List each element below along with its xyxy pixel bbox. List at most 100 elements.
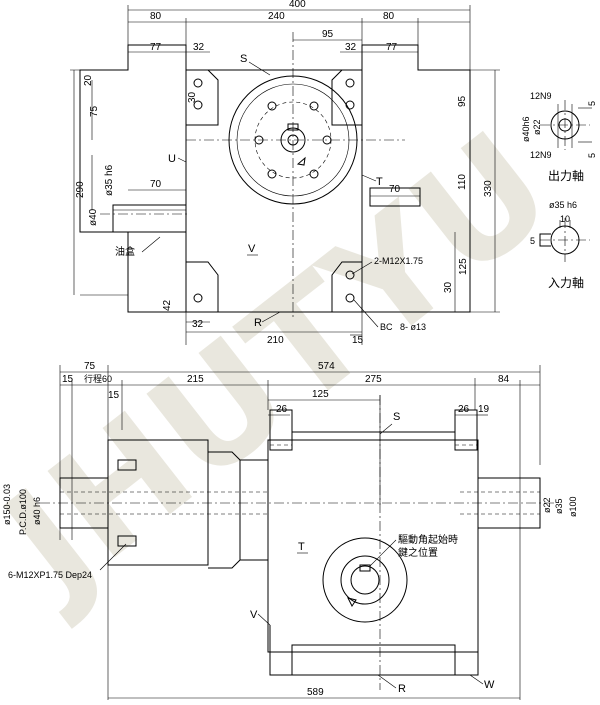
leader-line — [141, 236, 161, 253]
top-input-shaft — [112, 204, 187, 233]
leader-line — [353, 299, 379, 328]
output-5-bottom: 5 — [587, 153, 597, 158]
leader-line — [369, 539, 397, 567]
label-R: R — [254, 317, 262, 329]
dim-text: ø22 — [542, 497, 552, 513]
top-bolt-hole — [345, 293, 355, 303]
dim-text: ø40 h6 — [32, 497, 42, 525]
dim-text: P.C.D.ø100 — [18, 489, 28, 535]
dim-text: ø40 — [88, 208, 99, 226]
dim-text: 20 — [83, 74, 94, 86]
dim-text: 589 — [307, 687, 324, 698]
top-bolt-hole — [345, 100, 355, 110]
dim-text: 84 — [498, 374, 510, 385]
front-view: 75 574 15 行程60 215 275 84 15 125 26 26 1… — [2, 361, 578, 700]
leader-line — [99, 543, 127, 571]
dim-text: 330 — [483, 180, 494, 197]
dim-text: 80 — [383, 11, 395, 22]
front-screw-hole — [117, 459, 137, 471]
top-left-foot-upper — [185, 69, 219, 126]
input-key — [539, 233, 551, 247]
output-12n9-top: 12N9 — [530, 91, 552, 101]
top-flange-hole — [267, 101, 277, 111]
dim-text: 30 — [443, 281, 454, 293]
leader-line — [379, 423, 393, 435]
dim-text: 15 — [108, 390, 120, 401]
dim-text: 32 — [345, 42, 357, 53]
label-R: R — [398, 683, 406, 695]
dim-text: 26 — [276, 404, 288, 415]
dim-text: 125 — [312, 389, 329, 400]
dim-text: 15 — [62, 374, 74, 385]
dim-text: 32 — [193, 42, 205, 53]
dim-text: 240 — [268, 11, 285, 22]
top-right-shaft — [369, 187, 421, 207]
dim-text: 30 — [187, 91, 198, 103]
leader-line — [248, 61, 271, 76]
shaft-details: 12N9 12N9 ø40h6 ø22 5 5 出力軸 ø35 h6 10 5 … — [521, 91, 597, 290]
dim-text: 75 — [89, 105, 100, 117]
label-T: T — [376, 176, 383, 188]
dim-text: 290 — [75, 181, 86, 198]
output-shaft-title: 出力軸 — [548, 169, 584, 183]
front-flange-mid — [340, 555, 390, 605]
front-housing — [267, 439, 479, 653]
rotation-arrow-icon — [347, 597, 357, 607]
front-screw-hole — [117, 535, 137, 547]
front-keyway — [359, 564, 371, 572]
front-top-lug-right — [454, 409, 478, 451]
front-flange-inner — [350, 565, 380, 595]
dim-text: 32 — [192, 319, 204, 330]
label-bolt-prefix: BC — [380, 322, 393, 332]
dim-text: 125 — [458, 258, 469, 275]
label-bolt: 8- ø13 — [400, 322, 426, 332]
label-screw: 6-M12XP1.75 Dep24 — [8, 570, 92, 580]
dim-text: 95 — [322, 29, 334, 40]
front-input-housing — [107, 439, 209, 566]
input-shaft-title: 入力軸 — [548, 276, 584, 290]
leader-line — [361, 174, 377, 182]
rotation-arrow-icon — [296, 156, 306, 166]
label-oil-box: 油盒 — [115, 245, 135, 258]
top-right-foot-upper — [331, 69, 363, 126]
top-bolt-hole — [345, 270, 355, 280]
dim-text: ø35 h6 — [104, 164, 115, 196]
dim-text: ø150-0.03 — [2, 484, 12, 525]
label-S: S — [240, 53, 247, 65]
dim-text: 70 — [150, 179, 162, 190]
dim-text: ø100 — [568, 496, 578, 517]
front-flange-outer — [322, 537, 408, 623]
dim-text: 574 — [318, 361, 335, 372]
output-12n9-bottom: 12N9 — [530, 150, 552, 160]
leader-line — [469, 674, 484, 685]
leader-line — [351, 261, 373, 275]
top-bolt-hole — [193, 293, 203, 303]
dim-text: 80 — [150, 11, 162, 22]
top-left-foot-lower — [186, 261, 219, 312]
top-bolt-hole — [193, 100, 203, 110]
top-bolt-hole — [193, 78, 203, 88]
top-right-foot-lower — [331, 261, 362, 312]
leader-line — [177, 157, 187, 163]
label-drive-angle-2: 鍵之位置 — [398, 546, 438, 559]
label-drive-angle-1: 驅動角起始時 — [398, 533, 458, 546]
dim-text: 77 — [150, 42, 162, 53]
dim-text: ø35 — [554, 498, 564, 514]
dim-text: 275 — [365, 374, 382, 385]
label-screw: 2-M12X1.75 — [374, 256, 423, 266]
output-5-top: 5 — [587, 101, 597, 106]
input-35h6: ø35 h6 — [549, 200, 577, 210]
dim-text-overall-width: 400 — [289, 0, 306, 10]
label-V: V — [250, 609, 258, 621]
leader-line — [257, 613, 271, 626]
front-top-lug-left — [269, 409, 293, 451]
top-flange-hole — [309, 169, 319, 179]
label-W: W — [484, 679, 495, 691]
dim-text: 77 — [386, 42, 398, 53]
dim-text: 110 — [457, 174, 468, 190]
output-40h6: ø40h6 — [521, 116, 531, 142]
leader-line — [261, 311, 281, 323]
label-V: V — [248, 243, 256, 255]
top-view: 400 80 240 80 77 32 95 32 77 20 75 30 95… — [70, 0, 500, 346]
output-22: ø22 — [532, 119, 542, 135]
